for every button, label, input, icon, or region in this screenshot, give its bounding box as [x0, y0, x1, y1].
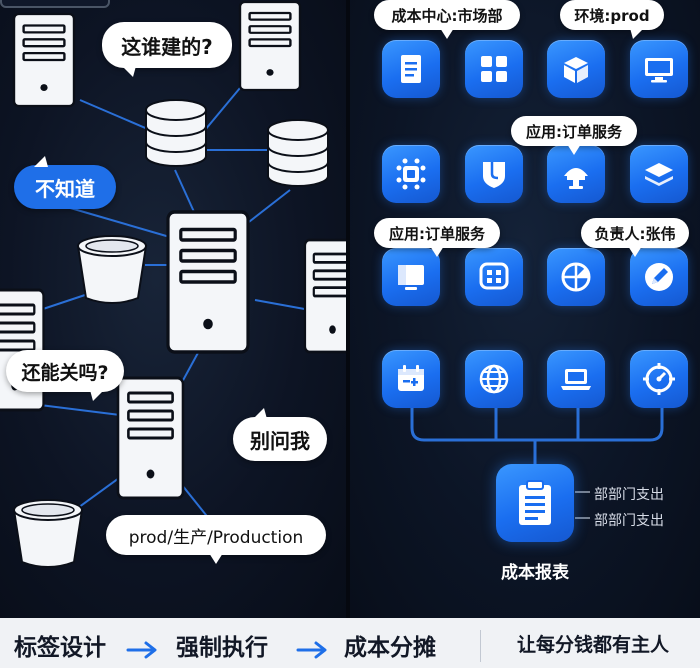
bucket-icon — [13, 499, 83, 568]
shield-doc-icon — [483, 162, 505, 188]
step-cost-allocation: 成本分摊 — [344, 635, 436, 661]
monitor-icon — [645, 58, 673, 83]
resource-tile[interactable] — [630, 248, 688, 306]
layers-icon — [645, 163, 673, 186]
grid-apps-icon — [481, 56, 507, 82]
resource-tile[interactable] — [465, 350, 523, 408]
resource-tile[interactable] — [547, 350, 605, 408]
speech-bubble-dont-know: 不知道 — [14, 165, 116, 209]
left-network-diagram — [0, 0, 346, 568]
panel-divider — [346, 0, 350, 618]
left-panel-chaos: 这谁建的? 不知道 还能关吗? 别问我 prod/生产/Production — [0, 0, 346, 618]
resource-tile[interactable] — [630, 145, 688, 203]
top-tab-fragment — [0, 0, 110, 8]
cluster-icon — [396, 158, 426, 190]
bottom-divider — [480, 630, 481, 662]
speech-bubble-can-shutdown: 还能关吗? — [6, 350, 124, 392]
globe-icon — [479, 364, 509, 394]
tag-application-1: 应用:订单服务 — [511, 116, 637, 155]
dept-expense-line-1: 部部门支出 — [594, 487, 664, 503]
resource-tile[interactable] — [382, 248, 440, 306]
server-icon — [116, 376, 185, 500]
speech-bubble-who-built: 这谁建的? — [102, 22, 232, 68]
speech-bubble-env-names: prod/生产/Production — [106, 515, 326, 564]
dept-expense-line-2: 部部门支出 — [594, 513, 664, 529]
resource-tile[interactable] — [630, 350, 688, 408]
resource-tile[interactable] — [547, 248, 605, 306]
desktop-icon — [398, 265, 424, 290]
lamp-icon — [564, 168, 588, 189]
chat-grid-icon — [479, 262, 509, 290]
resource-tile[interactable] — [547, 40, 605, 98]
speech-bubble-dont-ask: 别问我 — [233, 417, 327, 461]
tag-environment: 环境:prod — [560, 0, 664, 30]
tag-application-2: 应用:订单服务 — [374, 218, 500, 257]
step-enforce: 强制执行 — [176, 635, 268, 661]
server-icon — [303, 238, 346, 354]
resource-tile[interactable] — [465, 248, 523, 306]
resource-tile[interactable] — [465, 145, 523, 203]
globe-pie-icon — [561, 262, 591, 292]
arrow-right-icon — [126, 641, 157, 659]
cost-report-tile[interactable] — [496, 464, 574, 542]
cost-report-label: 成本报表 — [501, 563, 569, 583]
server-icon — [12, 12, 76, 108]
step-tag-design: 标签设计 — [14, 635, 106, 661]
compass-icon — [643, 363, 675, 395]
resource-tile[interactable] — [382, 40, 440, 98]
resource-tile[interactable] — [630, 40, 688, 98]
database-icon — [145, 99, 207, 167]
document-icon — [401, 55, 421, 83]
process-bar: 标签设计 强制执行 成本分摊 让每分钱都有主人 — [0, 618, 700, 668]
pencil-icon — [645, 263, 673, 291]
resource-tile[interactable] — [382, 145, 440, 203]
server-icon — [166, 210, 250, 354]
tag-cost-center: 成本中心:市场部 — [374, 0, 520, 39]
database-icon — [267, 119, 329, 187]
slogan: 让每分钱都有主人 — [517, 634, 670, 656]
server-icon — [238, 0, 302, 92]
bucket-icon — [77, 235, 147, 304]
right-aggregation-lines — [410, 405, 664, 519]
tag-owner: 负责人:张伟 — [581, 218, 689, 257]
resource-tile[interactable] — [465, 40, 523, 98]
box-icon — [564, 57, 588, 83]
laptop-icon — [561, 369, 591, 390]
calendar-icon — [398, 365, 424, 391]
clipboard-icon — [519, 480, 551, 525]
resource-tile[interactable] — [382, 350, 440, 408]
arrow-right-icon — [296, 641, 327, 659]
